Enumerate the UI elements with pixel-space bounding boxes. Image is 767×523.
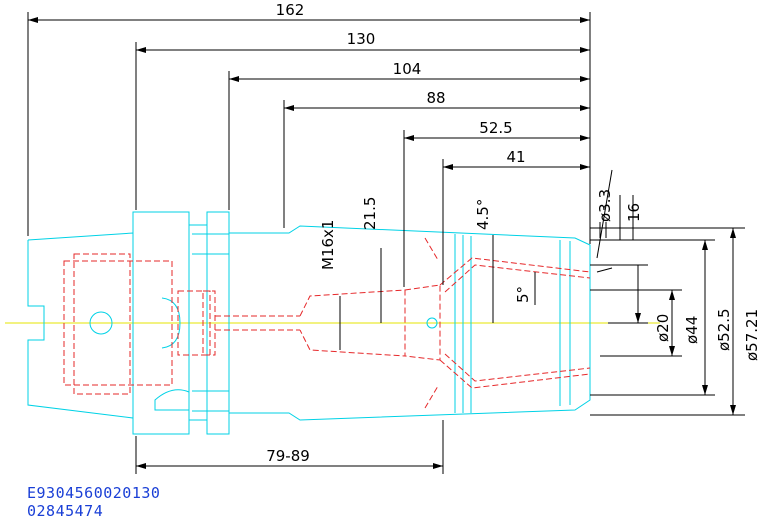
part-code: E9304560020130 <box>27 484 161 502</box>
holder-outline <box>27 211 591 435</box>
angle-4-5: 4.5° <box>474 199 492 230</box>
dim-130: 130 <box>347 30 376 48</box>
dim-m16: M16x1 <box>319 220 337 270</box>
angle-5: 5° <box>514 286 532 303</box>
dim-dia20: ø20 <box>654 314 672 342</box>
dim-21-5: 21.5 <box>361 197 379 230</box>
hidden-lines <box>63 237 591 409</box>
dim-162: 162 <box>276 1 305 19</box>
dim-79-89: 79-89 <box>266 447 310 465</box>
dim-41: 41 <box>506 148 525 166</box>
dim-88: 88 <box>426 89 445 107</box>
dim-dia3-3: ø3.3 <box>596 189 614 222</box>
dim-dia44: ø44 <box>683 316 701 344</box>
dim-52-5: 52.5 <box>479 119 512 137</box>
part-number: 02845474 <box>27 502 104 520</box>
dimension-arrows <box>28 17 736 469</box>
dim-dia57-21: ø57.21 <box>743 309 761 361</box>
dim-16: 16 <box>625 203 643 222</box>
dim-104: 104 <box>393 60 422 78</box>
dim-dia52-5: ø52.5 <box>715 308 733 351</box>
dimension-labels: 162 130 104 88 52.5 41 79-89 M16x1 21.5 … <box>266 1 761 465</box>
dimension-lines <box>27 12 745 474</box>
